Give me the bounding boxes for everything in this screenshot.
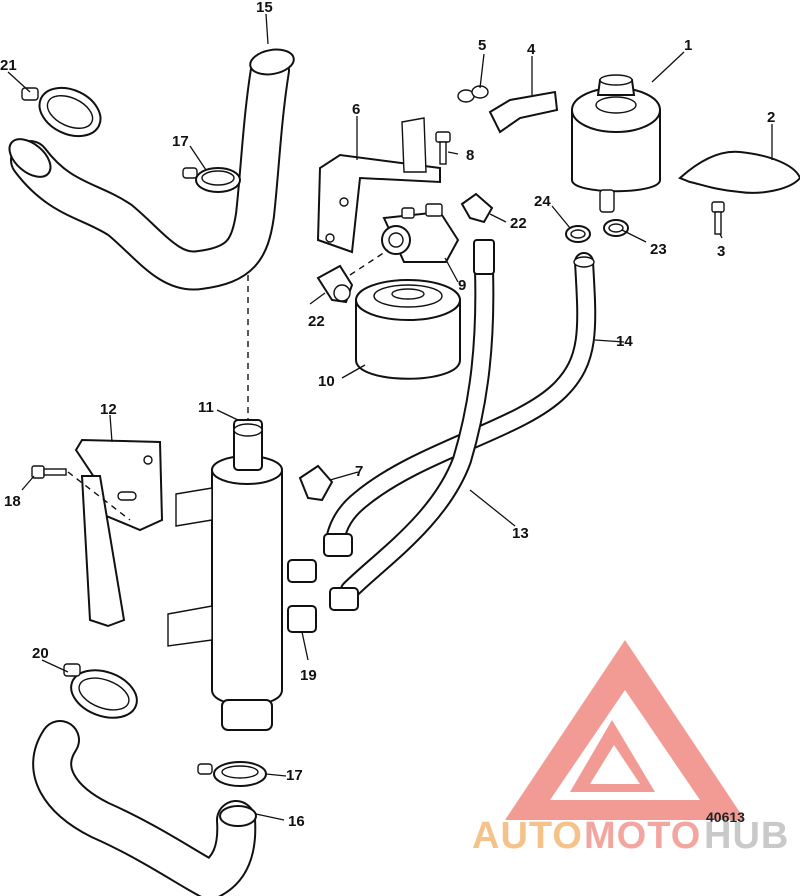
heat-exchanger-11 — [167, 419, 283, 731]
callout-10: 10 — [318, 373, 335, 390]
upper-hose-15 — [8, 48, 295, 291]
filter-head-9 — [381, 203, 460, 263]
fitting-7 — [298, 464, 334, 502]
fittings-19 — [287, 533, 359, 633]
callout-21: 21 — [0, 57, 17, 74]
nut-washer-5 — [457, 85, 489, 103]
callout-16: 16 — [288, 813, 305, 830]
callout-24: 24 — [534, 193, 551, 210]
callout-15: 15 — [256, 0, 273, 16]
callout-14: 14 — [616, 333, 633, 350]
callout-4: 4 — [527, 41, 536, 58]
leader-lines — [7, 13, 773, 821]
coolant-reservoir-1 — [571, 74, 661, 213]
hose-clamp-21 — [21, 86, 102, 138]
callout-9: 9 — [458, 277, 466, 294]
watermark-hub: HUB — [704, 815, 789, 857]
callout-19: 19 — [300, 667, 317, 684]
bracket-12 — [74, 438, 164, 628]
oil-filter-10 — [355, 279, 461, 380]
callout-1: 1 — [684, 37, 692, 54]
callout-18: 18 — [4, 493, 21, 510]
bolt-3 — [711, 201, 725, 235]
bolt-18 — [31, 465, 67, 479]
watermark-logo — [505, 640, 745, 820]
hose-clamp-17-upper — [182, 167, 241, 193]
filter-bracket-6 — [316, 117, 441, 254]
callout-7: 7 — [355, 463, 363, 480]
tube-13 — [340, 239, 495, 600]
callout-8: 8 — [466, 147, 474, 164]
callout-17-lower: 17 — [286, 767, 303, 784]
lower-hose-16 — [32, 720, 257, 896]
small-clamps-23-24 — [565, 219, 629, 243]
hose-clamp-20 — [63, 663, 138, 719]
tube-14 — [325, 252, 597, 550]
callout-5: 5 — [478, 37, 486, 54]
callout-labels: 1 2 3 4 5 6 7 8 9 10 11 12 13 14 15 16 1… — [0, 0, 775, 830]
callout-12: 12 — [100, 401, 117, 418]
callout-22-left: 22 — [308, 313, 325, 330]
callout-20: 20 — [32, 645, 49, 662]
bracket-4 — [488, 90, 559, 134]
fitting-22-right — [460, 192, 494, 224]
callout-17-upper: 17 — [172, 133, 189, 150]
watermark-moto: MOTO — [584, 815, 701, 857]
watermark-text: AUTO MOTO HUB — [472, 815, 789, 857]
callout-2: 2 — [767, 109, 775, 126]
hose-clamp-17-lower — [197, 761, 267, 787]
callout-11: 11 — [198, 399, 214, 416]
callout-22-right: 22 — [510, 215, 527, 232]
diagram-number: 40613 — [706, 809, 745, 825]
callout-13: 13 — [512, 525, 529, 542]
bolt-8 — [435, 131, 451, 165]
callout-3: 3 — [717, 243, 725, 260]
callout-6: 6 — [352, 101, 360, 118]
watermark-auto: AUTO — [472, 815, 583, 857]
fitting-22-left — [316, 264, 354, 304]
strap-bracket-2 — [678, 150, 800, 194]
callout-23: 23 — [650, 241, 667, 258]
